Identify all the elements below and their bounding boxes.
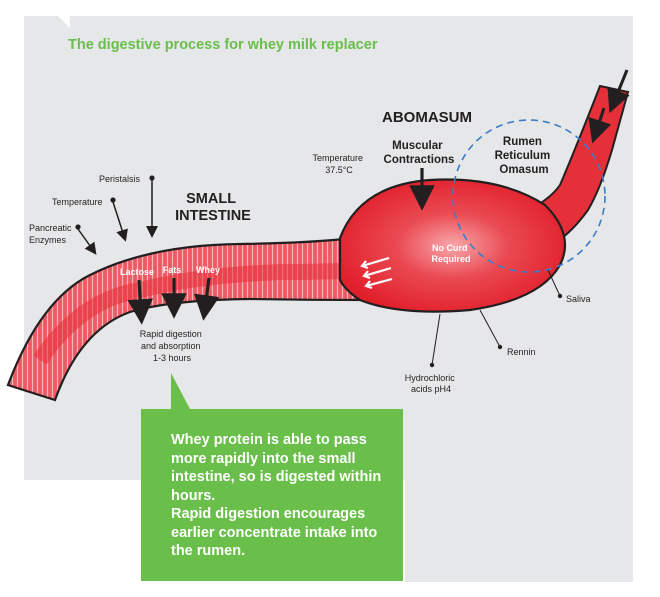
hydrochloric-label: Hydrochloric acids pH4 — [405, 373, 458, 394]
rumen-label: Rumen Reticulum Omasum — [495, 136, 554, 176]
abomasum-label: ABOMASUM — [382, 109, 472, 126]
esophagus-arrow-lower — [588, 107, 612, 144]
temperature-intestine-dot — [110, 197, 116, 203]
saliva-label: Saliva — [566, 294, 591, 304]
lactose-label: Lactose — [120, 267, 154, 277]
temperature-abomasum-label: Temperature 37.5°C — [312, 153, 365, 175]
temperature-intestine-arrow — [112, 201, 128, 242]
panel-notch — [58, 10, 70, 22]
rumen-circle — [452, 119, 606, 273]
esophagus-arrow-top — [607, 69, 630, 114]
temperature-intestine-label: Temperature — [52, 197, 103, 207]
saliva-leader — [547, 269, 561, 297]
whey-label: Whey — [196, 265, 220, 275]
diagram-title: The digestive process for whey milk repl… — [68, 37, 378, 53]
callout-line-2: Rapid digestion encourages earlier conce… — [171, 506, 378, 559]
small-intestine-label: SMALL INTESTINE — [175, 191, 251, 224]
flow-arrows — [360, 256, 393, 290]
peristalsis-label: Peristalsis — [99, 174, 141, 184]
hydrochloric-dot — [429, 362, 435, 368]
rennin-dot — [497, 344, 503, 350]
rennin-label: Rennin — [507, 347, 536, 357]
pancreatic-arrow — [77, 228, 97, 255]
lactose-arrow — [127, 279, 153, 325]
hydrochloric-leader — [431, 313, 441, 366]
intestine-lumen — [33, 262, 361, 365]
callout-line-1: Whey protein is able to pass more rapidl… — [171, 432, 382, 504]
callout-box — [141, 373, 403, 581]
rapid-digestion-label: Rapid digestion and absorption 1-3 hours — [140, 329, 205, 363]
peristalsis-dot — [149, 175, 155, 181]
fats-label: Fats — [163, 265, 182, 275]
pancreatic-dot — [75, 224, 81, 230]
callout-text: Whey protein is able to pass more rapidl… — [141, 409, 403, 581]
no-curd-label: No Curd Required — [431, 243, 470, 264]
pancreatic-label: Pancreatic Enzymes — [29, 223, 74, 245]
rennin-leader — [479, 309, 501, 348]
saliva-dot — [557, 293, 563, 299]
whey-arrow — [194, 277, 220, 321]
muscular-label: Muscular Contractions — [384, 140, 455, 166]
